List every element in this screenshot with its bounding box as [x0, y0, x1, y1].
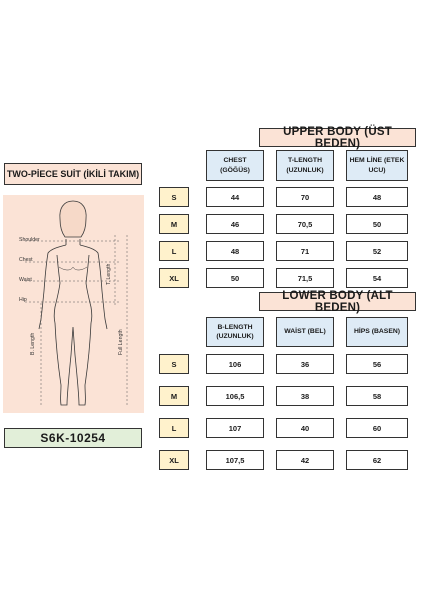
lower-l-waist: 40	[276, 418, 334, 438]
lower-m-b-length: 106,5	[206, 386, 264, 406]
upper-m-t-length: 70,5	[276, 214, 334, 234]
upper-s-t-length: 70	[276, 187, 334, 207]
upper-size-xl: XL	[159, 268, 189, 288]
upper-s-hem-line: 48	[346, 187, 408, 207]
lower-l-hips: 60	[346, 418, 408, 438]
upper-body-title: UPPER BODY (ÜST BEDEN)	[259, 126, 416, 150]
upper-m-chest: 46	[206, 214, 264, 234]
upper-l-hem-line: 52	[346, 241, 408, 261]
lower-s-b-length: 106	[206, 354, 264, 374]
product-code: S6K-10254	[4, 428, 142, 448]
lower-size-s: S	[159, 354, 189, 374]
lower-xl-hips: 62	[346, 450, 408, 470]
waist-label: Waist	[19, 277, 32, 283]
upper-size-m: M	[159, 214, 189, 234]
lower-body-title: LOWER BODY (ALT BEDEN)	[259, 290, 416, 314]
body-silhouette-icon	[25, 200, 128, 407]
upper-header-t-length: T-LENGTH (UZUNLUK)	[276, 150, 334, 181]
upper-size-s: S	[159, 187, 189, 207]
b-length-label: B. Length	[30, 332, 36, 355]
chest-label: Chest	[19, 257, 33, 263]
lower-m-hips: 58	[346, 386, 408, 406]
upper-s-chest: 44	[206, 187, 264, 207]
lower-header-hips: HİPS (BASEN)	[346, 317, 408, 347]
lower-size-m: M	[159, 386, 189, 406]
lower-s-hips: 56	[346, 354, 408, 374]
upper-l-t-length: 71	[276, 241, 334, 261]
lower-size-xl: XL	[159, 450, 189, 470]
lower-xl-waist: 42	[276, 450, 334, 470]
upper-size-l: L	[159, 241, 189, 261]
t-length-label: T. Length	[106, 263, 112, 285]
full-length-label: Full Length	[118, 329, 124, 355]
lower-size-l: L	[159, 418, 189, 438]
lower-header-b-length: B-LENGTH (UZUNLUK)	[206, 317, 264, 347]
shoulder-label: Shoulder	[19, 237, 40, 243]
upper-header-chest: CHEST (GÖĞÜS)	[206, 150, 264, 181]
lower-m-waist: 38	[276, 386, 334, 406]
upper-header-hem-line: HEM LİNE (ETEK UCU)	[346, 150, 408, 181]
upper-l-chest: 48	[206, 241, 264, 261]
upper-xl-chest: 50	[206, 268, 264, 288]
upper-m-hem-line: 50	[346, 214, 408, 234]
product-title: TWO-PİECE SUİT (İKİLİ TAKIM)	[4, 163, 142, 185]
hip-label: Hip	[19, 297, 27, 303]
lower-l-b-length: 107	[206, 418, 264, 438]
upper-xl-t-length: 71,5	[276, 268, 334, 288]
upper-xl-hem-line: 54	[346, 268, 408, 288]
body-figure-panel: Shoulder Chest Waist Hip B. Length T. Le…	[3, 195, 144, 413]
lower-s-waist: 36	[276, 354, 334, 374]
lower-xl-b-length: 107,5	[206, 450, 264, 470]
lower-header-waist: WAİST (BEL)	[276, 317, 334, 347]
